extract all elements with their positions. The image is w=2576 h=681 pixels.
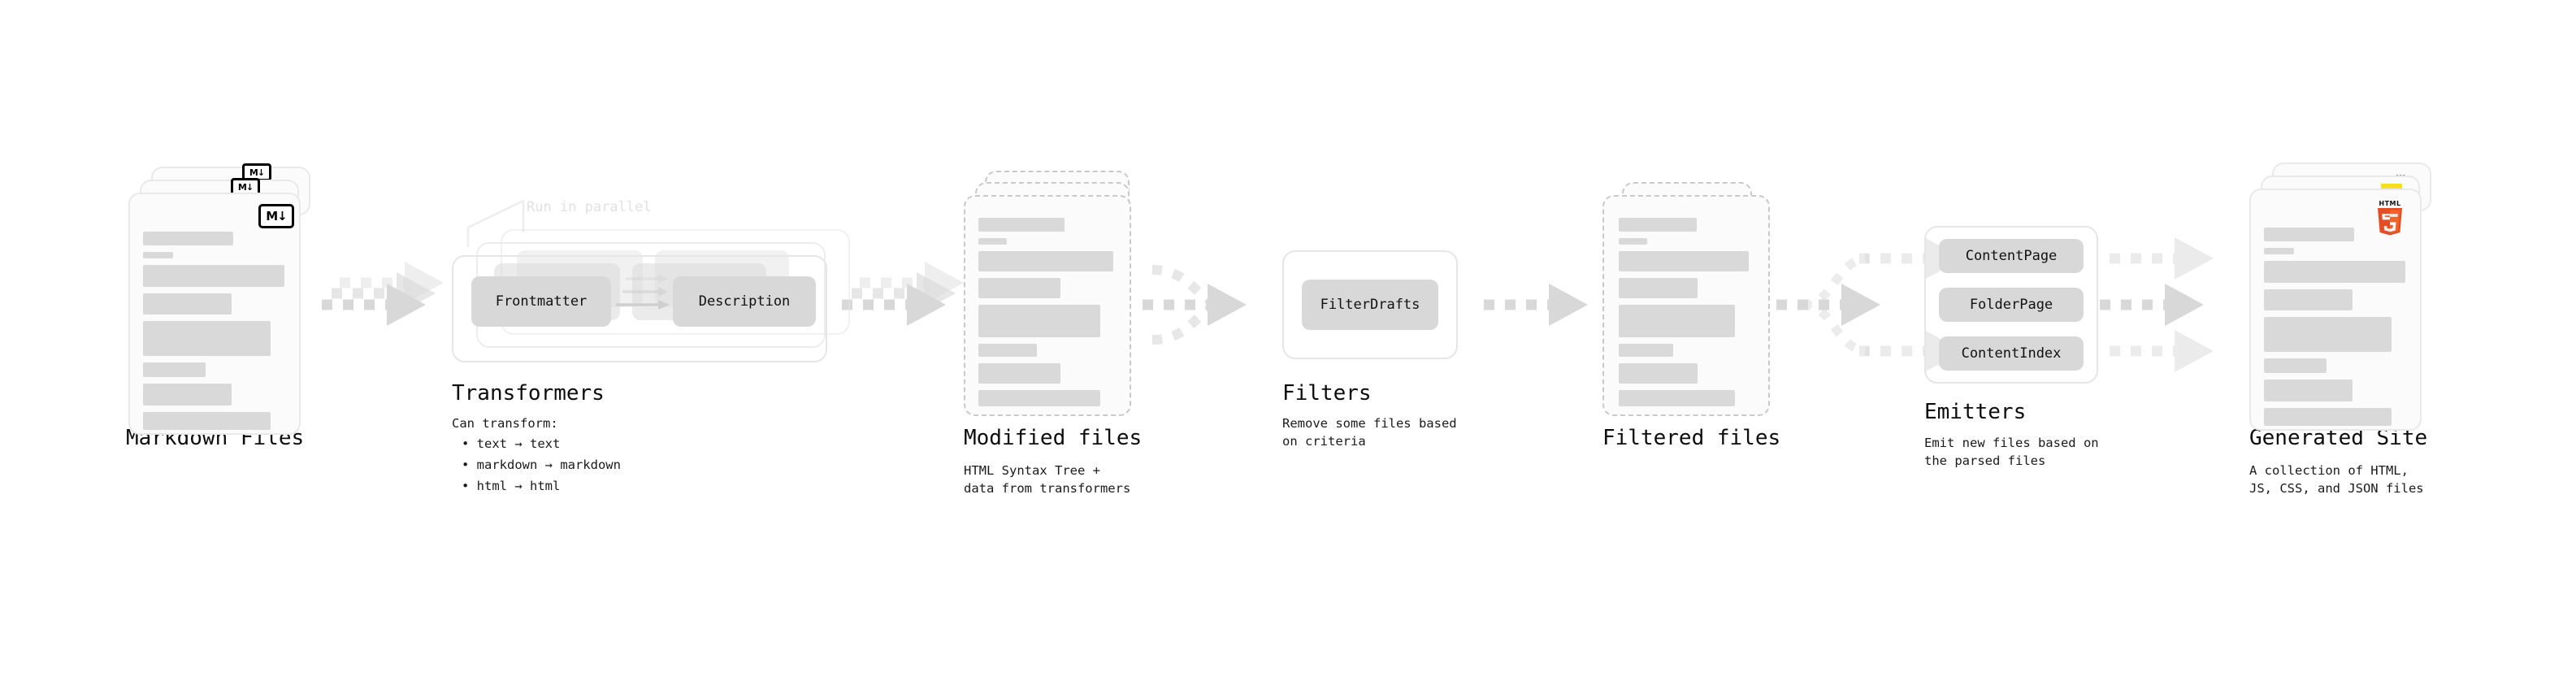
modified-file-stack[interactable] (964, 163, 1151, 431)
transformers-bullet-1: • markdown → markdown (462, 458, 621, 472)
transformers-bullet-0: • text → text (462, 436, 561, 451)
emitters-panel[interactable] (1924, 226, 2098, 384)
transformer-internal-arrows (616, 274, 670, 310)
arrow-emitters-to-site (2100, 237, 2214, 372)
arrow-modified-to-filters (1143, 265, 1247, 345)
stage-subtitle-generated-site: A collection of HTML, JS, CSS, and JSON … (2249, 463, 2424, 497)
stage-filtered-files (1602, 172, 1789, 440)
modified-placeholder-lines (978, 218, 1115, 413)
filters-chip-filterdrafts[interactable]: FilterDrafts (1302, 280, 1438, 330)
stage-title-filters: Filters (1282, 381, 1372, 406)
generated-site-stack[interactable]: CSS HTML (2249, 163, 2436, 431)
stage-subtitle-modified-files: HTML Syntax Tree + data from transformer… (964, 463, 1131, 497)
emitters-chip-folderpage[interactable]: FolderPage (1939, 288, 2084, 322)
chip-label: ContentIndex (1961, 345, 2062, 362)
transformers-bullet-2: • html → html (462, 479, 561, 493)
chip-label: FilterDrafts (1320, 297, 1420, 313)
stage-modified-files (964, 163, 1151, 431)
stage-subtitle-emitters: Emit new files based on the parsed files (1924, 436, 2099, 469)
stage-subtitle-filters: Remove some files based on criteria (1282, 416, 1457, 449)
markdown-badge-front: M↓ (258, 204, 294, 228)
filters-panel[interactable] (1282, 250, 1458, 359)
html5-icon: HTML (2376, 200, 2404, 236)
filtered-placeholder-lines (1619, 218, 1755, 413)
markdown-badge-label: M↓ (258, 204, 294, 228)
arrow-transformers-to-modified (842, 262, 964, 326)
arrow-markdown-to-transformers (322, 262, 444, 326)
stage-title-modified-files: Modified files (964, 426, 1143, 450)
stage-transformers: Frontmatter Description (452, 199, 858, 366)
markdown-placeholder-lines (143, 232, 286, 436)
transformer-panel-front[interactable] (452, 255, 827, 362)
run-in-parallel-label: Run in parallel (527, 199, 652, 215)
chip-label: FolderPage (1969, 297, 2053, 313)
transformer-chip-description[interactable]: Description (673, 276, 816, 327)
site-placeholder-lines (2264, 228, 2407, 432)
stage-markdown-files: M↓ M↓ M↓ (128, 163, 315, 436)
stage-generated-site: CSS HTML (2249, 163, 2436, 431)
emitters-chip-contentindex[interactable]: ContentIndex (1939, 336, 2084, 371)
run-in-parallel-bracket (466, 199, 525, 247)
stage-title-transformers: Transformers (452, 381, 605, 406)
stage-title-filtered-files: Filtered files (1602, 426, 1781, 450)
chip-label: Frontmatter (495, 293, 588, 310)
stage-title-emitters: Emitters (1924, 400, 2027, 424)
chip-label: ContentPage (1965, 248, 2058, 264)
markdown-file-stack[interactable]: M↓ M↓ M↓ (128, 163, 315, 436)
stage-subtitle-transformers: Can transform: (452, 416, 558, 431)
emitters-chip-contentpage[interactable]: ContentPage (1939, 239, 2084, 273)
html5-icon-label: HTML (2379, 200, 2401, 207)
chip-label: Description (698, 293, 791, 310)
arrow-filters-to-filtered (1484, 284, 1588, 326)
transformer-chip-frontmatter[interactable]: Frontmatter (471, 276, 611, 327)
filtered-file-stack[interactable] (1602, 172, 1789, 440)
